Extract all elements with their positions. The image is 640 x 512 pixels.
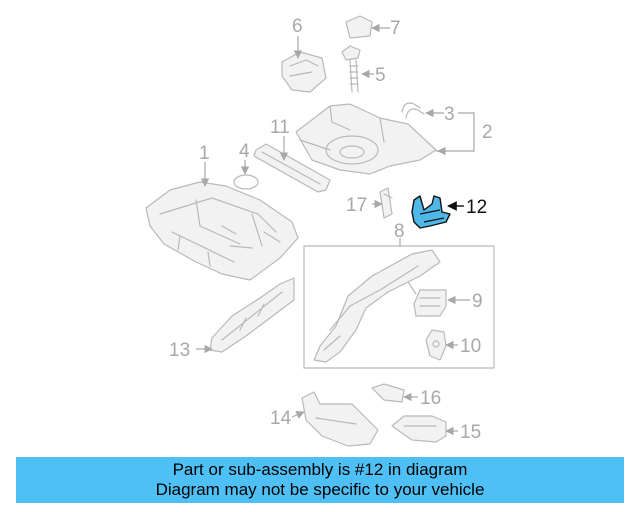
part-4-grommet: [233, 174, 259, 190]
part-8-group-box: [303, 245, 495, 369]
part-15-bracket: [391, 415, 447, 443]
part-11-cross-member: [253, 143, 331, 193]
part-12-bracket-highlighted: [411, 195, 451, 229]
part-13-sill: [209, 277, 295, 353]
callout-6: 6: [292, 16, 303, 37]
callout-13: 13: [169, 340, 190, 361]
footer-line-2: Diagram may not be specific to your vehi…: [155, 480, 485, 499]
callout-12: 12: [466, 197, 487, 218]
callout-3: 3: [444, 104, 455, 125]
part-3-clip: [401, 102, 425, 119]
leader-lines: [196, 23, 475, 436]
part-9-reinforcement: [413, 289, 447, 317]
part-17-bracket: [379, 187, 393, 219]
part-5-bolt: [341, 45, 361, 93]
part-10-bracket: [425, 329, 447, 361]
part-6-bracket: [281, 51, 327, 93]
footer-line-1: Part or sub-assembly is #12 in diagram: [172, 460, 468, 479]
callout-5: 5: [375, 65, 386, 86]
callout-7: 7: [390, 18, 401, 39]
part-7-cap: [345, 15, 373, 39]
diagram-note-banner: Part or sub-assembly is #12 in diagram D…: [16, 457, 624, 503]
callout-17: 17: [346, 195, 367, 216]
callout-9: 9: [472, 291, 483, 312]
callout-1: 1: [199, 143, 210, 164]
callout-4: 4: [239, 141, 250, 162]
callout-15: 15: [460, 422, 481, 443]
callout-11: 11: [270, 117, 290, 138]
parts-diagram: 6 7 5 3 2 11 4 1 17 12 8 9 10 13 14 16 1…: [145, 15, 495, 447]
callout-8: 8: [394, 221, 405, 242]
callout-16: 16: [420, 388, 441, 409]
callout-14: 14: [270, 408, 292, 429]
part-14-panel: [301, 391, 379, 447]
part-2-spare-tire-well: [295, 103, 437, 175]
part-16-plate: [371, 383, 405, 403]
callout-10: 10: [460, 336, 481, 357]
part-1-floor-pan: [145, 181, 299, 281]
callout-2: 2: [482, 122, 493, 143]
